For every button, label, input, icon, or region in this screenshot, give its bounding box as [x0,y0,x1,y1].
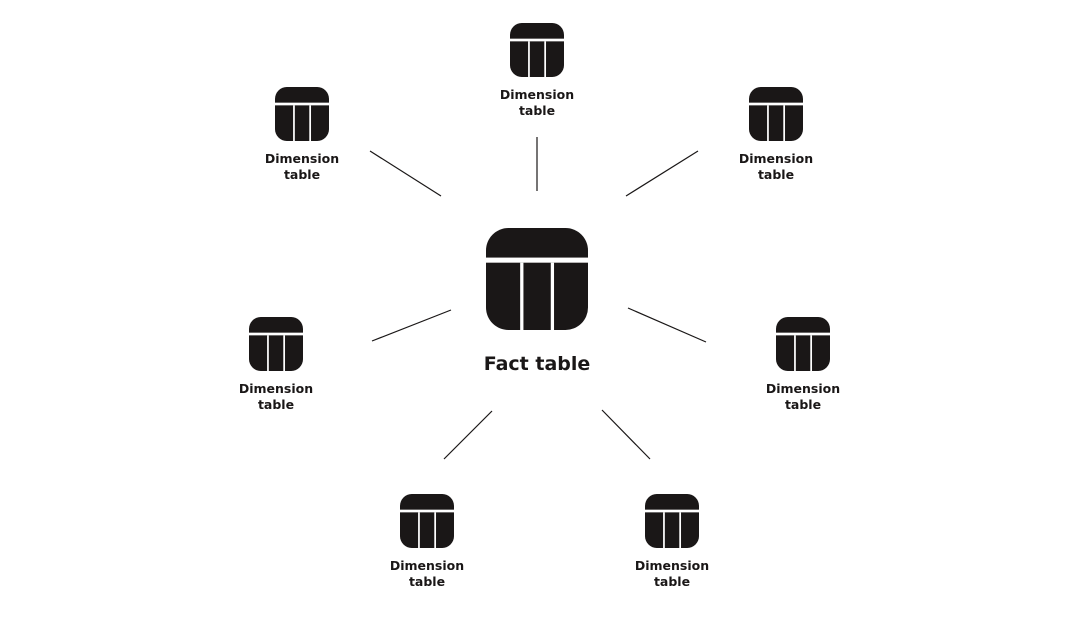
connector-right [627,307,707,343]
dimension-table-top: Dimension table [482,23,592,119]
connector-bottom-left [443,410,493,460]
dimension-table-bottom-left: Dimension table [372,494,482,590]
connector-bottom-right [601,409,651,460]
table-icon [749,87,803,141]
dimension-table-label: Dimension table [738,151,814,182]
table-icon [275,87,329,141]
dimension-table-right: Dimension table [748,317,858,413]
dimension-table-label: Dimension table [765,381,841,412]
connector-top-left [369,150,442,197]
dimension-table-left: Dimension table [221,317,331,413]
dimension-table-label: Dimension table [238,381,314,412]
fact-table-label: Fact table [483,353,591,375]
dimension-table-label: Dimension table [499,87,575,118]
dimension-table-top-right: Dimension table [721,87,831,183]
dimension-table-label: Dimension table [389,558,465,589]
dimension-table-top-left: Dimension table [247,87,357,183]
fact-table-node: Fact table [447,228,627,375]
table-icon [776,317,830,371]
dimension-table-label: Dimension table [634,558,710,589]
table-icon [486,228,588,330]
connector-top-right [625,150,699,197]
table-icon [645,494,699,548]
dimension-table-bottom-right: Dimension table [617,494,727,590]
dimension-table-label: Dimension table [264,151,340,182]
table-icon [510,23,564,77]
connector-left [371,309,452,342]
table-icon [249,317,303,371]
table-icon [400,494,454,548]
